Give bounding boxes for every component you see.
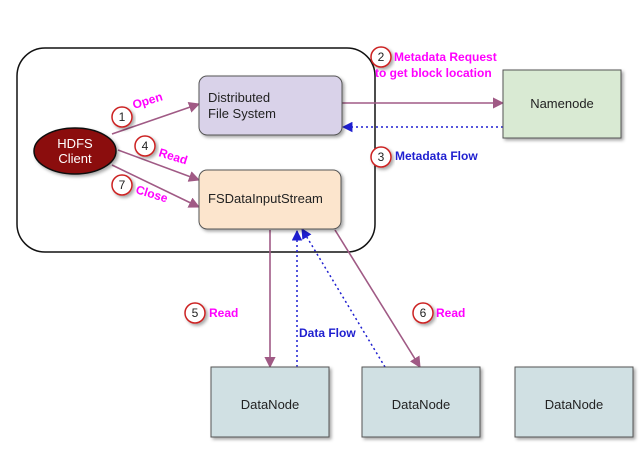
fsdis-label: FSDataInputStream bbox=[208, 191, 323, 206]
distributed-file-system-node: Distributed File System bbox=[198, 75, 343, 136]
dfs-label-line1: Distributed bbox=[208, 90, 270, 105]
hdfs-client-label-line2: Client bbox=[58, 151, 92, 166]
dotted-arrows bbox=[291, 121, 503, 368]
datanode-1: DataNode bbox=[210, 366, 330, 438]
datanode-1-label: DataNode bbox=[241, 397, 300, 412]
namenode-label: Namenode bbox=[530, 96, 594, 111]
step-5-number: 5 bbox=[192, 306, 199, 320]
hdfs-client-label-line1: HDFS bbox=[57, 136, 93, 151]
namenode-node: Namenode bbox=[502, 69, 622, 139]
datanode-2: DataNode bbox=[361, 366, 481, 438]
data-flow-label: Data Flow bbox=[299, 326, 356, 340]
step-6-label: Read bbox=[436, 306, 465, 320]
step-3-badge: 3 Metadata Flow bbox=[370, 146, 478, 168]
data-flow-arrow-2 bbox=[301, 228, 386, 368]
step-6-badge: 6 Read bbox=[412, 302, 465, 324]
step-1-badge: 1 Open bbox=[111, 90, 164, 128]
datanode-3-label: DataNode bbox=[545, 397, 604, 412]
hdfs-client-node: HDFS Client bbox=[33, 127, 117, 175]
step-5-badge: 5 Read bbox=[184, 302, 238, 324]
dfs-label-line2: File System bbox=[208, 106, 276, 121]
step-7-number: 7 bbox=[119, 178, 126, 192]
datanode-2-label: DataNode bbox=[392, 397, 451, 412]
step-2-badge: 2 Metadata Request to get block location bbox=[370, 46, 497, 80]
fsdatainputstream-node: FSDataInputStream bbox=[198, 169, 342, 230]
step-6-number: 6 bbox=[420, 306, 427, 320]
step-4-number: 4 bbox=[142, 139, 149, 153]
step-2-number: 2 bbox=[378, 50, 385, 64]
step-2-label-line1: Metadata Request bbox=[394, 50, 497, 64]
step-3-number: 3 bbox=[378, 150, 385, 164]
step-2-label-line2: to get block location bbox=[375, 66, 492, 80]
datanode-3: DataNode bbox=[514, 366, 634, 438]
step-5-label: Read bbox=[209, 306, 238, 320]
step-3-label: Metadata Flow bbox=[395, 149, 478, 163]
close-arrow bbox=[111, 164, 201, 208]
step-1-number: 1 bbox=[119, 110, 126, 124]
read-arrow-client bbox=[117, 149, 201, 182]
open-arrow bbox=[111, 101, 201, 135]
read-arrow-datanode-2 bbox=[334, 229, 421, 368]
solid-arrows bbox=[111, 97, 505, 369]
